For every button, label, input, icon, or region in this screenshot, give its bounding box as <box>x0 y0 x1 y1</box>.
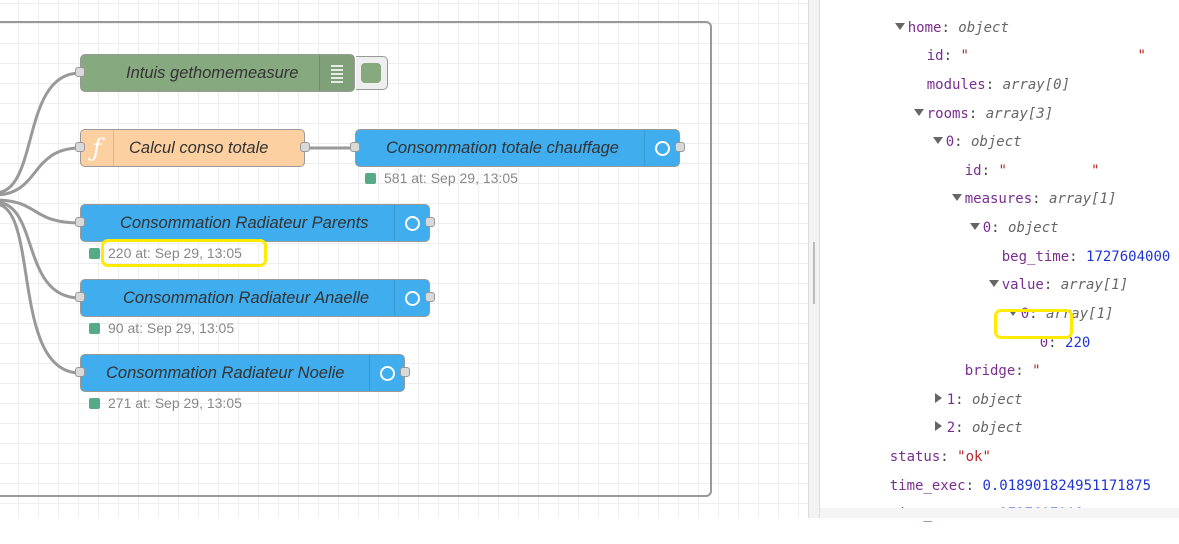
tree-row-value-0-0: 0: 220 <box>1039 335 1091 351</box>
collapsed-arrow-icon[interactable] <box>934 421 942 431</box>
output-port[interactable] <box>300 142 310 152</box>
output-port[interactable] <box>400 367 410 377</box>
wire-to-function <box>0 146 81 197</box>
node-status: 90 at: Sep 29, 13:05 <box>89 320 234 336</box>
ring-icon <box>644 130 679 166</box>
node-status: 581 at: Sep 29, 13:05 <box>365 170 518 186</box>
input-port[interactable] <box>75 67 85 77</box>
tree-row-id: id: " " <box>926 48 1146 64</box>
tree-row-time-server: time_server: 1727607901 <box>856 484 1084 522</box>
tree-row-time-exec: time_exec: 0.018901824951171875 <box>889 478 1152 494</box>
input-port[interactable] <box>75 142 85 152</box>
function-icon: ƒ <box>81 130 114 166</box>
ring-icon <box>394 280 429 316</box>
output-port[interactable] <box>675 142 685 152</box>
node-status: 220 at: Sep 29, 13:05 <box>89 245 242 261</box>
wire-to-noelie <box>0 203 81 375</box>
wire-to-debug <box>0 71 81 194</box>
flow-canvas[interactable]: Intuis gethomemeasure ƒ Calcul conso tot… <box>0 0 808 518</box>
tree-row-room-2[interactable]: 2: object <box>899 398 1023 436</box>
input-port[interactable] <box>75 217 85 227</box>
tree-row-bridge: bridge: " " <box>964 363 1041 379</box>
wire-to-anaelle <box>0 201 81 300</box>
debug-toggle-button[interactable] <box>356 56 388 90</box>
highlight-box <box>994 309 1073 339</box>
node-label: Consommation Radiateur Parents <box>120 214 369 232</box>
node-label: Consommation totale chauffage <box>386 139 619 157</box>
panel-footer <box>820 508 1179 518</box>
list-icon <box>319 55 354 91</box>
tree-row-rooms[interactable]: rooms: array[3] <box>880 84 1053 122</box>
tree-row-measure-0[interactable]: 0: object <box>936 198 1059 236</box>
node-consommation-radiateur-anaelle[interactable]: Consommation Radiateur Anaelle <box>75 279 435 317</box>
node-label: Calcul conso totale <box>129 139 269 157</box>
expand-arrow-icon[interactable] <box>1007 308 1018 316</box>
tree-row-measures[interactable]: measures: array[1] <box>918 169 1116 207</box>
node-calcul-conso-totale[interactable]: ƒ Calcul conso totale <box>75 129 310 167</box>
wires <box>0 71 355 375</box>
output-port[interactable] <box>425 292 435 302</box>
node-consommation-totale-chauffage[interactable]: Consommation totale chauffage <box>350 129 685 167</box>
status-dot-icon <box>89 397 100 409</box>
status-dot-icon <box>365 172 376 184</box>
ring-icon <box>394 205 429 241</box>
input-port[interactable] <box>75 367 85 377</box>
tree-row-beg-time: beg_time: 1727604000 <box>1001 249 1171 265</box>
panel-resize-handle[interactable] <box>808 0 820 518</box>
node-status: 271 at: Sep 29, 13:05 <box>89 395 242 411</box>
resize-grip-icon <box>813 242 815 304</box>
node-intuis-gethomemeasure[interactable]: Intuis gethomemeasure <box>75 54 355 92</box>
tree-row-room-1[interactable]: 1: object <box>899 370 1023 408</box>
tree-row-value-0[interactable]: 0: array[1] <box>974 284 1113 322</box>
highlight-box <box>101 239 267 267</box>
expand-arrow-icon[interactable] <box>951 193 962 201</box>
node-consommation-radiateur-noelie[interactable]: Consommation Radiateur Noelie <box>75 354 410 392</box>
tree-row-room-0-id: id: " " <box>964 163 1100 179</box>
node-label: Consommation Radiateur Noelie <box>106 364 345 382</box>
node-label: Consommation Radiateur Anaelle <box>123 289 370 307</box>
input-port[interactable] <box>350 142 360 152</box>
wire-to-parents <box>0 198 81 225</box>
output-port[interactable] <box>425 217 435 227</box>
status-dot-icon <box>89 322 100 334</box>
status-dot-icon <box>89 247 100 259</box>
tree-row-value[interactable]: value: array[1] <box>955 255 1128 293</box>
tree-row-modules: modules: array[0] <box>926 77 1071 93</box>
tree-row-status: status: "ok" <box>889 449 991 465</box>
debug-panel: home: object id: " " modules: array[0] r… <box>820 0 1179 522</box>
expand-arrow-icon[interactable] <box>894 22 905 30</box>
expand-arrow-icon[interactable] <box>988 279 999 287</box>
ring-icon <box>369 355 404 391</box>
tree-row-home[interactable]: home: object <box>861 0 1009 36</box>
flow-group <box>0 21 712 497</box>
node-label: Intuis gethomemeasure <box>126 64 299 82</box>
expand-arrow-icon[interactable] <box>969 222 980 230</box>
input-port[interactable] <box>75 292 85 302</box>
collapsed-arrow-icon[interactable] <box>934 393 942 403</box>
node-consommation-radiateur-parents[interactable]: Consommation Radiateur Parents <box>75 204 435 242</box>
tree-row-room-0[interactable]: 0: object <box>899 112 1022 150</box>
expand-arrow-icon[interactable] <box>932 136 943 144</box>
expand-arrow-icon[interactable] <box>913 108 924 116</box>
